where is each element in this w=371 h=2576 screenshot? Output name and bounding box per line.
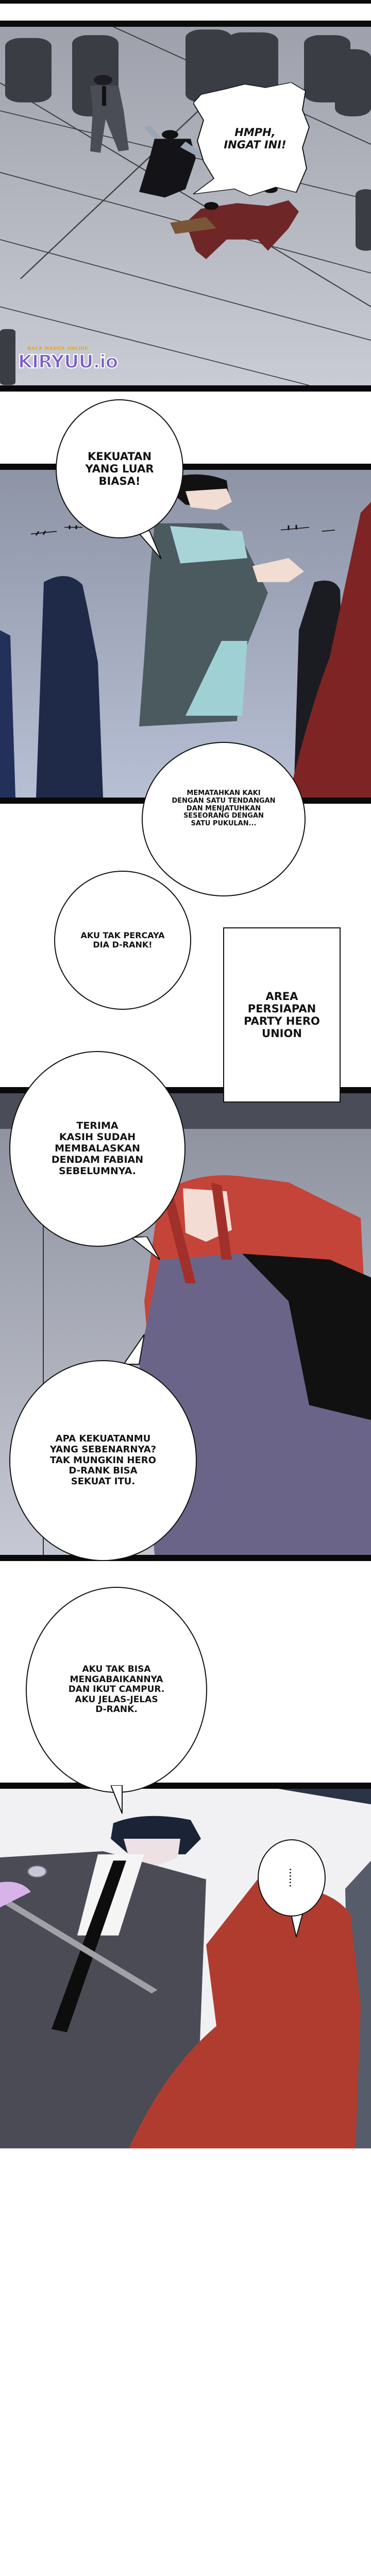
location-caption-box: AREA PERSIAPAN PARTY HERO UNION [223,927,341,1103]
man-in-suit-standing [90,75,129,153]
fallen-men [170,185,299,259]
confrontation-art [0,1789,371,2148]
speech-bubble-aku-tak-bisa: AKU TAK BISA MENGABAIKANNYA DAN IKUT CAM… [26,1587,207,1793]
dialogue-aku-tak-percaya: AKU TAK PERCAYA DIA D-RANK! [80,930,165,950]
silhouette-left [36,576,103,798]
speech-bubble-terima-kasih: TERIMA KASIH SUDAH MEMBALASKAN DENDAM FA… [9,1051,185,1247]
speech-bubble-ellipsis: ...... [258,1839,326,1917]
dialogue-kekuatan: KEKUATAN YANG LUAR BIASA! [85,450,154,488]
floor-scene-art [0,27,371,385]
dialogue-ellipsis: ...... [288,1868,296,1888]
bubble-tail [111,1785,123,1814]
dialogue-hmph: HMPH, INGAT INI! [224,126,286,151]
speech-bubble-apa-kekuatanmu: APA KEKUATANMU YANG SEBENARNYA? TAK MUNG… [9,1360,197,1561]
armored-man-art [0,470,371,798]
panel-2-armored-man [0,464,371,804]
armored-man [139,474,304,727]
kiryuu-watermark-logo: BACA MANGA ONLINE KIRYUU.io [18,346,119,373]
bubble-tail [137,531,162,560]
watermark-tagline: BACA MANGA ONLINE [27,346,88,351]
dialogue-apa-kekuatanmu: APA KEKUATANMU YANG SEBENARNYA? TAK MUNG… [49,1433,157,1487]
comic-page: BACA MANGA ONLINE KIRYUU.io HMPH, INGAT … [0,0,371,2148]
speech-bubble-mematahkan: MEMATAHKAN KAKI DENGAN SATU TENDANGAN DA… [142,742,306,896]
red-cape [289,502,371,798]
dialogue-mematahkan: MEMATAHKAN KAKI DENGAN SATU TENDANGAN DA… [172,789,276,828]
man-in-suit [0,1816,206,2148]
watermark-brand: KIRYUU.io [18,351,119,373]
top-border [0,0,371,4]
panel-4-confrontation [0,1783,371,2148]
crowd-silhouettes [0,29,371,385]
bubble-tail [124,1334,145,1365]
dialogue-terima-kasih: TERIMA KASIH SUDAH MEMBALASKAN DENDAM FA… [51,1120,144,1177]
panel-1-floor-scene: BACA MANGA ONLINE KIRYUU.io [0,21,371,392]
man-in-armor-coat [139,125,206,198]
bubble-tail [291,1914,303,1938]
location-caption: AREA PERSIAPAN PARTY HERO UNION [244,990,320,1040]
dialogue-aku-tak-bisa: AKU TAK BISA MENGABAIKANNYA DAN IKUT CAM… [68,1664,165,1715]
spiky-speech-bubble [193,82,310,196]
speech-bubble-kekuatan: KEKUATAN YANG LUAR BIASA! [56,399,183,538]
chatter-sfx-marks [30,524,335,536]
bubble-tail [131,1236,160,1260]
red-haired-woman [139,1175,371,1555]
speech-bubble-aku-tak-percaya: AKU TAK PERCAYA DIA D-RANK! [54,871,191,1010]
